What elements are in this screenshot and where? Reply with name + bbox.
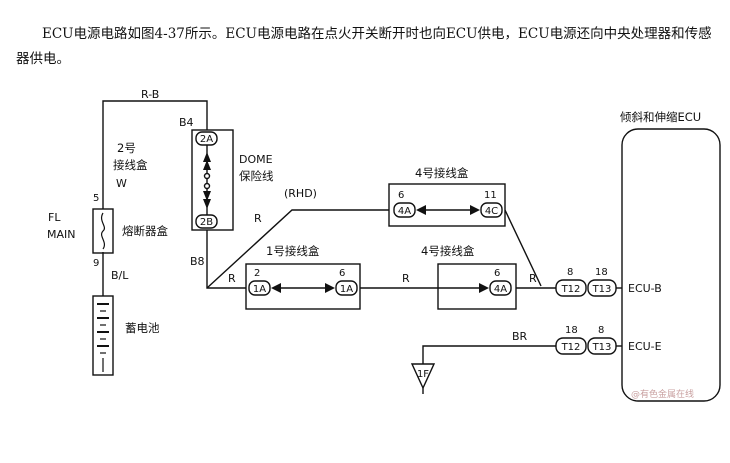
wire-rhd: [206, 209, 389, 289]
battery-label: 蓄电池: [125, 321, 160, 335]
wire-r-upper: R: [254, 212, 262, 225]
dome-label: DOME: [239, 153, 273, 166]
junction-4-top-pin-right: 11: [484, 190, 497, 201]
junction-box-4-bottom: [437, 263, 517, 310]
connector-t12-top: T12: [561, 284, 581, 295]
battery-symbol: [92, 295, 114, 376]
wire-bl-label: B/L: [111, 269, 129, 282]
wire-r-mid: R: [402, 272, 410, 285]
fl-main-fuse: [92, 208, 114, 254]
pin-18-bottom: 18: [565, 325, 578, 336]
pin-5: 5: [93, 193, 99, 204]
connector-1a-right: 1A: [340, 284, 353, 295]
junction-1-label: 1号接线盒: [266, 244, 320, 258]
intro-text: ECU电源电路如图4-37所示。ECU电源电路在点火开关断开时也向ECU供电，E…: [16, 26, 712, 67]
wire-w-label: W: [116, 177, 127, 190]
connector-b8-label: B8: [190, 255, 205, 268]
junction-2-number: 2号: [117, 141, 136, 155]
ground-label: 1F: [417, 369, 429, 380]
rhd-label: (RHD): [284, 187, 317, 200]
junction-4-top-label: 4号接线盒: [415, 166, 469, 180]
junction-box-4-top: [388, 183, 506, 227]
junction-2-name: 接线盒: [113, 158, 148, 172]
pin-8-bottom: 8: [598, 325, 604, 336]
wire-4c-out: [504, 209, 542, 287]
connector-2a: 2A: [200, 134, 213, 145]
junction-1-pin-right: 6: [339, 268, 345, 279]
wire-b8: [206, 230, 246, 289]
ecu-title: 倾斜和伸缩ECU: [620, 110, 701, 124]
pin-8-top: 8: [567, 267, 573, 278]
ecu-box: [621, 128, 721, 402]
intro-paragraph: ECU电源电路如图4-37所示。ECU电源电路在点火开关断开时也向ECU供电，E…: [16, 22, 716, 72]
junction-4-top-pin-left: 6: [398, 190, 404, 201]
connector-t13-top: T13: [592, 284, 612, 295]
connector-t12-bottom: T12: [561, 342, 581, 353]
connector-b4-label: B4: [179, 116, 194, 129]
junction-box-1: [245, 263, 361, 310]
wire-rb-label: R-B: [141, 88, 159, 101]
fl-label: FL: [48, 211, 61, 224]
ecu-e-label: ECU-E: [628, 340, 662, 353]
main-label: MAIN: [47, 228, 76, 241]
pin-18-top: 18: [595, 267, 608, 278]
wire-r-right: R: [529, 272, 537, 285]
wire-br: [422, 345, 556, 364]
junction-4-bottom-pin: 6: [494, 268, 500, 279]
connector-4c: 4C: [485, 206, 498, 217]
connector-2b: 2B: [200, 217, 213, 228]
connector-4a-top: 4A: [398, 206, 411, 217]
dome-fuse-box: [191, 129, 234, 231]
wire-br-label: BR: [512, 330, 528, 343]
ecu-connectors: [555, 279, 617, 355]
junction-1-pin-left: 2: [254, 268, 260, 279]
fuse-box-label: 熔断器盒: [122, 224, 168, 238]
ground-symbol: [410, 363, 436, 394]
pin-9: 9: [93, 258, 99, 269]
wire-rb: [102, 100, 208, 209]
connector-1a-left: 1A: [253, 284, 266, 295]
connector-t13-bottom: T13: [592, 342, 612, 353]
junction-4-bottom-label: 4号接线盒: [421, 244, 475, 258]
ecu-b-label: ECU-B: [628, 282, 662, 295]
wires: [102, 100, 622, 364]
watermark: @有色金属在线: [631, 388, 694, 400]
dome-fuse-label: 保险线: [239, 169, 274, 183]
wire-r-left: R: [228, 272, 236, 285]
connector-4a-bottom: 4A: [494, 284, 507, 295]
